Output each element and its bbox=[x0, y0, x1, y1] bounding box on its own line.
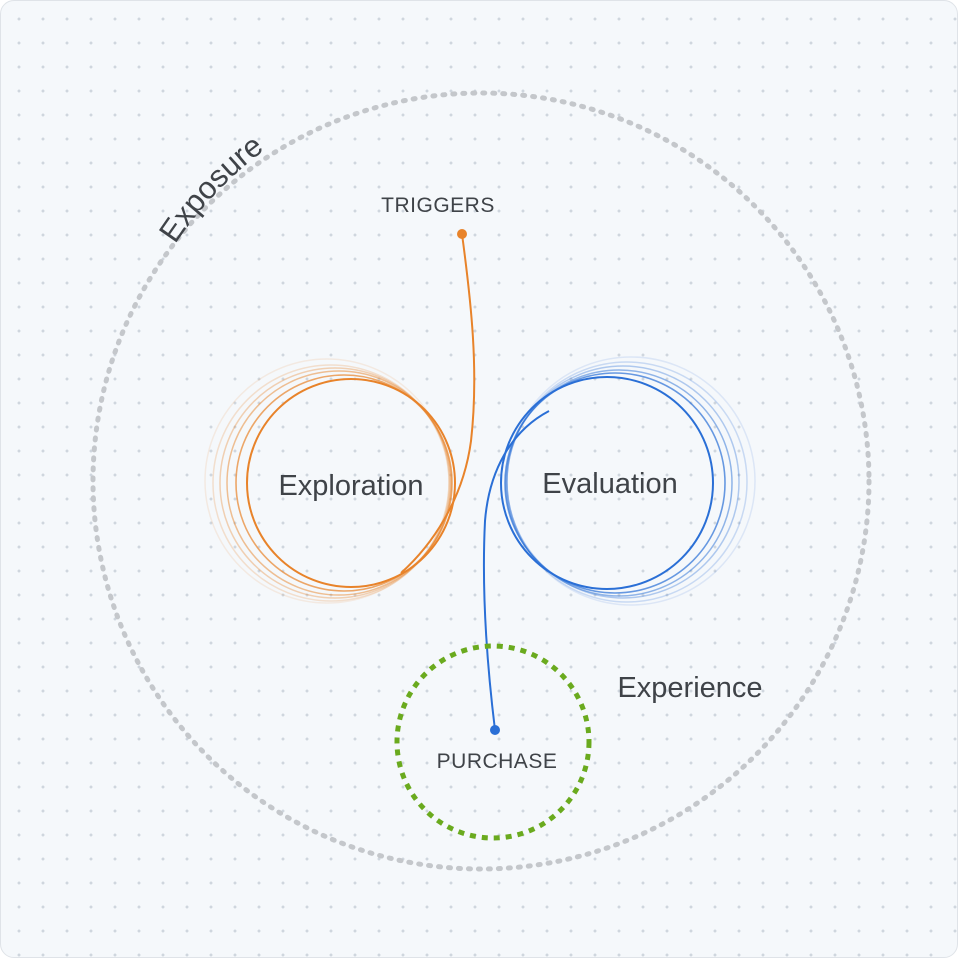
exposure-ring bbox=[90, 90, 872, 872]
triggers-connector bbox=[400, 233, 476, 574]
evaluation-label: Evaluation bbox=[542, 468, 677, 500]
evaluation-circle bbox=[500, 376, 714, 590]
evaluation-echo-1 bbox=[504, 372, 726, 594]
experience-label: Experience bbox=[617, 672, 762, 704]
triggers-dot bbox=[457, 229, 467, 239]
purchase-label: PURCHASE bbox=[437, 750, 558, 773]
evaluation-echo-4 bbox=[506, 361, 748, 603]
purchase-dot bbox=[490, 725, 500, 735]
evaluation-echo-3 bbox=[506, 365, 740, 599]
exposure-label: Exposure bbox=[152, 128, 269, 249]
triggers-label: TRIGGERS bbox=[381, 194, 495, 217]
evaluation-echo-5 bbox=[506, 356, 756, 606]
exploration-loop bbox=[204, 358, 456, 604]
exploration-echo-4 bbox=[212, 364, 450, 602]
evaluation-echo-2 bbox=[505, 369, 733, 597]
exploration-echo-5 bbox=[204, 358, 450, 604]
experience-ring bbox=[394, 643, 592, 841]
exploration-echo-2 bbox=[226, 370, 452, 596]
exploration-echo-3 bbox=[219, 367, 451, 599]
exploration-circle bbox=[246, 378, 456, 588]
purchase-connector bbox=[482, 410, 550, 731]
exploration-echo-1 bbox=[235, 374, 453, 592]
evaluation-loop bbox=[500, 356, 756, 606]
exploration-label: Exploration bbox=[278, 470, 423, 502]
